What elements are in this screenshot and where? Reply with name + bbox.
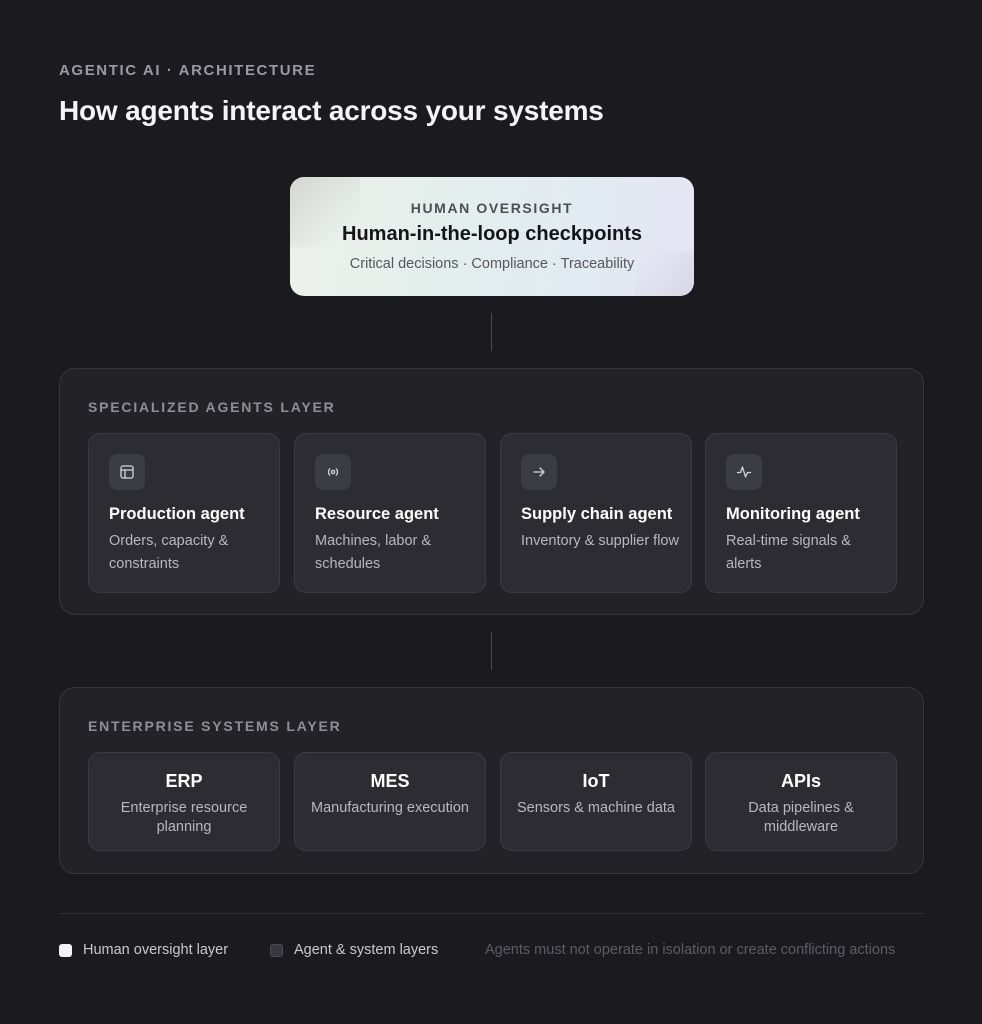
decorative-corner	[290, 177, 360, 247]
system-description: Enterprise resource planning	[120, 800, 248, 835]
enterprise-systems-layer: ENTERPRISE SYSTEMS LAYER ERP Enterprise …	[59, 687, 924, 874]
agent-description: Inventory & supplier flow	[521, 533, 679, 549]
agent-description: Real-time signals & alerts	[726, 533, 851, 572]
page-title: How agents interact across your systems	[59, 95, 604, 126]
agent-name: Supply chain agent	[521, 505, 673, 523]
footer-divider	[59, 913, 924, 914]
system-name: MES	[370, 771, 410, 791]
broadcast-icon	[315, 454, 351, 490]
system-card-iot: IoT Sensors & machine data	[500, 752, 692, 851]
oversight-title: Human-in-the-loop checkpoints	[342, 223, 642, 245]
system-card-erp: ERP Enterprise resource planning	[88, 752, 280, 851]
legend-item-layers: Agent & system layers	[270, 942, 438, 958]
connector-line	[491, 313, 492, 351]
human-oversight-card: HUMAN OVERSIGHT Human-in-the-loop checkp…	[290, 177, 694, 296]
footnote: Agents must not operate in isolation or …	[485, 942, 896, 958]
layer-label: SPECIALIZED AGENTS LAYER	[88, 399, 336, 415]
system-name: APIs	[780, 771, 822, 791]
legend-swatch-light	[59, 943, 72, 957]
agent-name: Production agent	[109, 505, 245, 523]
layout-icon	[109, 454, 145, 490]
legend-label: Agent & system layers	[294, 942, 439, 958]
agent-card-supply-chain: Supply chain agent Inventory & supplier …	[500, 433, 692, 593]
system-description: Data pipelines & middleware	[748, 800, 854, 835]
legend-item-oversight: Human oversight layer	[59, 942, 228, 958]
system-card-apis: APIs Data pipelines & middleware	[705, 752, 897, 851]
system-card-mes: MES Manufacturing execution	[294, 752, 486, 851]
agent-card-monitoring: Monitoring agent Real-time signals & ale…	[705, 433, 897, 593]
agent-card-resource: Resource agent Machines, labor & schedul…	[294, 433, 486, 593]
system-description: Sensors & machine data	[517, 800, 675, 816]
agent-card-production: Production agent Orders, capacity & cons…	[88, 433, 280, 593]
agent-description: Machines, labor & schedules	[315, 533, 432, 572]
activity-icon	[726, 454, 762, 490]
system-name: ERP	[165, 771, 203, 791]
eyebrow: AGENTIC AI · ARCHITECTURE	[59, 62, 317, 79]
layer-label: ENTERPRISE SYSTEMS LAYER	[88, 718, 342, 734]
arrow-right-icon	[521, 454, 557, 490]
legend-label: Human oversight layer	[83, 942, 229, 958]
agent-name: Resource agent	[315, 505, 439, 523]
agent-description: Orders, capacity & constraints	[109, 533, 229, 572]
legend-swatch-dark	[270, 943, 283, 957]
oversight-kicker: HUMAN OVERSIGHT	[410, 200, 574, 216]
connector-line	[491, 632, 492, 670]
specialized-agents-layer: SPECIALIZED AGENTS LAYER Production agen…	[59, 368, 924, 615]
agent-name: Monitoring agent	[726, 505, 860, 523]
decorative-corner	[634, 251, 694, 296]
system-name: IoT	[582, 771, 610, 791]
oversight-subtitle: Critical decisions · Compliance · Tracea…	[349, 256, 635, 272]
system-description: Manufacturing execution	[311, 800, 469, 816]
